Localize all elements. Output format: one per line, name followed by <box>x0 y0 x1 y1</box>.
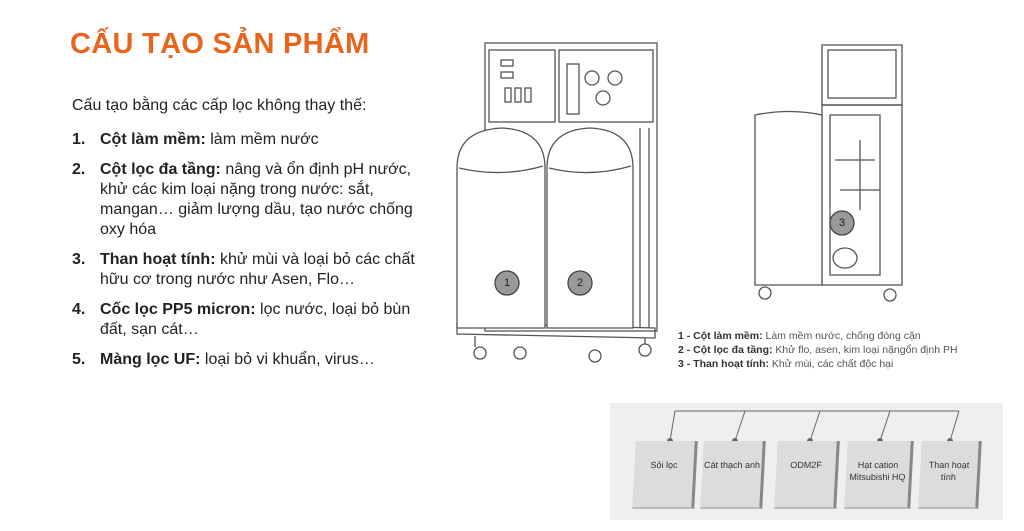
item-text: làm mềm nước <box>205 131 319 148</box>
item-label: Than hoạt tính: <box>100 251 216 268</box>
filter-layers-diagram: Sỏi lọc Cát thạch anh ODM2F Hạt cation M… <box>610 403 1003 520</box>
legend-text: Khử flo, asen, kim loại nặngổn định PH <box>772 344 958 356</box>
component-list: 1. Cột làm mềm: làm mềm nước 2. Cột lọc đ… <box>72 120 432 370</box>
list-item: 4. Cốc lọc PP5 micron: lọc nước, loại bỏ … <box>72 300 432 340</box>
layer-box: Than hoạt tính <box>918 441 982 509</box>
list-item: 3. Than hoạt tính: khử mùi và loại bỏ các… <box>72 250 432 290</box>
item-number: 4. <box>72 301 86 318</box>
legend-item: 2 - Cột lọc đa tầng: Khử flo, asen, kim … <box>678 343 958 357</box>
list-item: 5. Màng lọc UF: loại bỏ vi khuẩn, virus… <box>72 350 432 370</box>
layer-box: Sỏi lọc <box>632 441 698 509</box>
list-item: 2. Cột lọc đa tầng: nâng và ổn định pH n… <box>72 160 432 240</box>
legend-label: 1 - Cột làm mềm: <box>678 330 763 342</box>
item-label: Cột làm mềm: <box>100 131 206 148</box>
item-number: 1. <box>72 131 86 148</box>
machine-side-illustration <box>754 44 903 302</box>
legend-label: 3 - Than hoạt tính: <box>678 358 769 370</box>
machine-number-2: 2 <box>576 277 584 289</box>
item-label: Cột lọc đa tầng: <box>100 161 221 178</box>
legend-item: 3 - Than hoạt tính: Khử mùi, các chất độ… <box>678 357 958 371</box>
page-title: CẤU TẠO SẢN PHẨM <box>70 28 370 60</box>
item-text: lọc nước, loại bỏ bùn đất, sạn cát… <box>100 301 411 338</box>
list-item: 1. Cột làm mềm: làm mềm nước <box>72 130 432 150</box>
item-label: Cốc lọc PP5 micron: <box>100 301 256 318</box>
machine-front-illustration <box>456 42 658 363</box>
item-number: 2. <box>72 161 86 178</box>
legend-text: Khử mùi, các chất độc hại <box>769 358 894 370</box>
item-text: loại bỏ vi khuẩn, virus… <box>200 351 375 368</box>
intro-text: Cấu tạo bằng các cấp lọc không thay thế: <box>72 97 367 114</box>
layer-box: Cát thạch anh <box>700 441 766 509</box>
item-number: 3. <box>72 251 86 268</box>
legend-item: 1 - Cột làm mềm: Làm mềm nước, chống đón… <box>678 329 958 343</box>
layer-box: Hạt cation Mitsubishi HQ <box>844 441 914 509</box>
machine-number-1: 1 <box>503 277 511 289</box>
item-text: nâng và ổn định pH nước, khử các kim loạ… <box>100 161 413 238</box>
item-text: khử mùi và loại bỏ các chất hữu cơ trong… <box>100 251 415 288</box>
legend-text: Làm mềm nước, chống đóng cặn <box>762 330 921 342</box>
legend-label: 2 - Cột lọc đa tầng: <box>678 344 773 356</box>
legend: 1 - Cột làm mềm: Làm mềm nước, chống đón… <box>678 329 958 371</box>
machine-number-3: 3 <box>838 217 846 229</box>
layer-box: ODM2F <box>774 441 840 509</box>
item-label: Màng lọc UF: <box>100 351 201 368</box>
item-number: 5. <box>72 351 86 368</box>
